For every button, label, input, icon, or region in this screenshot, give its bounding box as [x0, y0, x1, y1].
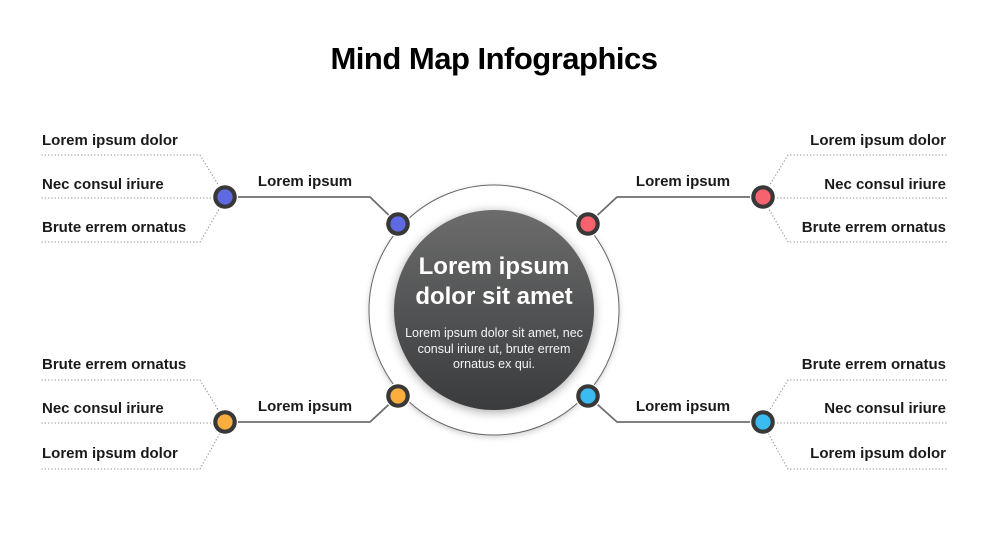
center-heading: Lorem ipsum dolor sit amet: [415, 253, 573, 310]
node-fill: [755, 189, 771, 205]
dotted-connectors: [41, 154, 947, 470]
connector-top-left: [225, 196, 399, 225]
branch-item-label: Nec consul iriure: [824, 400, 946, 417]
branch-item-label: Lorem ipsum dolor: [810, 445, 946, 462]
connector-label-bottom-right: Lorem ipsum: [635, 398, 731, 415]
dotted-line-top-left-3: [41, 198, 226, 243]
node-fill: [580, 216, 596, 232]
branch-nodes: [212, 184, 776, 435]
branch-node-bottom-right: [750, 409, 776, 435]
branch-node-top-left: [212, 184, 238, 210]
branch-item-label: Brute errem ornatus: [801, 356, 946, 373]
branch-item-label: Lorem ipsum dolor: [42, 132, 178, 149]
branch-item-label: Nec consul iriure: [824, 176, 946, 193]
branch-node-bottom-left: [212, 409, 238, 435]
dotted-line-bottom-left-3: [41, 423, 226, 470]
branch-item-label: Brute errem ornatus: [801, 219, 946, 236]
dotted-line-bottom-left-1: [41, 379, 226, 422]
node-fill: [217, 414, 233, 430]
rim-node-top-left: [385, 211, 411, 237]
node-fill: [390, 388, 406, 404]
node-fill: [390, 216, 406, 232]
rim-node-bottom-left: [385, 383, 411, 409]
center-body-text: Lorem ipsum dolor sit amet, nec consul i…: [405, 326, 583, 371]
node-fill: [755, 414, 771, 430]
dotted-line-top-right-1: [762, 154, 947, 197]
connector-label-bottom-left: Lorem ipsum: [257, 398, 353, 415]
rim-nodes: [385, 211, 601, 409]
dotted-line-bottom-right-1: [762, 379, 947, 422]
rim-node-top-right: [575, 211, 601, 237]
connector-label-top-left: Lorem ipsum: [257, 173, 353, 190]
branch-item-label: Brute errem ornatus: [42, 219, 187, 236]
branch-item-label: Lorem ipsum dolor: [810, 132, 946, 149]
dotted-line-bottom-right-3: [762, 423, 947, 470]
branch-item-label: Nec consul iriure: [42, 176, 164, 193]
dotted-line-top-left-1: [41, 154, 226, 197]
branch-item-label: Brute errem ornatus: [42, 356, 187, 373]
connector-label-top-right: Lorem ipsum: [635, 173, 731, 190]
center-inner-circle: [394, 210, 594, 410]
node-fill: [217, 189, 233, 205]
branch-item-label: Nec consul iriure: [42, 400, 164, 417]
dotted-line-top-right-3: [762, 198, 947, 243]
page-title: Mind Map Infographics: [330, 41, 658, 76]
branch-item-label: Lorem ipsum dolor: [42, 445, 178, 462]
rim-node-bottom-right: [575, 383, 601, 409]
branch-node-top-right: [750, 184, 776, 210]
node-fill: [580, 388, 596, 404]
connector-top-right: [587, 196, 763, 225]
